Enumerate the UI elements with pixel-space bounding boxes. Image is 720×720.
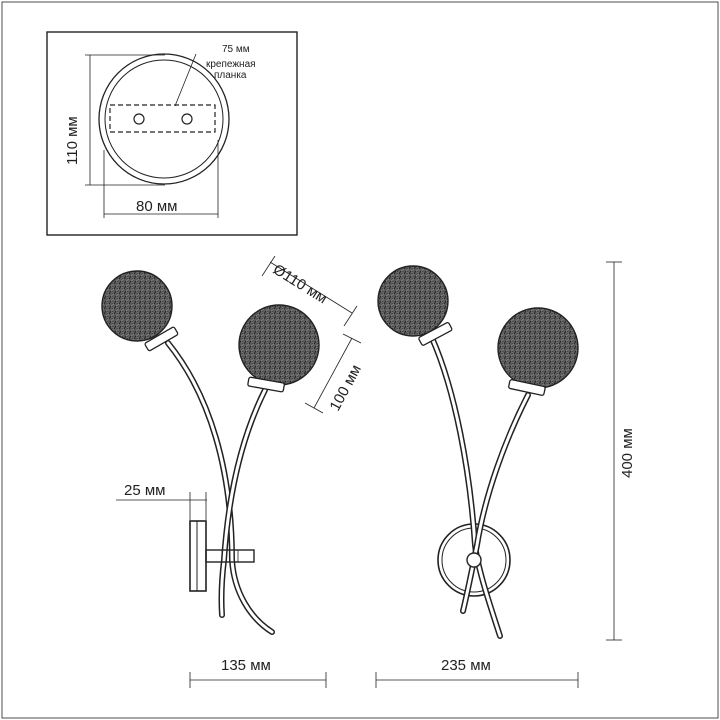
dim-25-label: 25 мм bbox=[124, 482, 165, 499]
mounting-bar-label-line1: крепежная bbox=[206, 59, 256, 70]
dim-135-label: 135 мм bbox=[221, 657, 271, 674]
mounting-bar-label-line2: планка bbox=[214, 70, 247, 81]
side-clamp bbox=[205, 549, 255, 563]
side-socket-left bbox=[144, 326, 179, 352]
front-shade-right bbox=[497, 307, 579, 389]
leader-line bbox=[174, 53, 197, 107]
inset-inner-ring bbox=[104, 59, 224, 179]
front-shade-left bbox=[377, 265, 449, 337]
dim-80-label: 80 мм bbox=[136, 198, 177, 215]
dim-line-100 bbox=[313, 337, 353, 409]
screw-hole-left bbox=[133, 113, 145, 125]
side-socket-right bbox=[247, 376, 285, 393]
front-hub bbox=[466, 552, 482, 568]
dim-110-label: 110 мм bbox=[64, 116, 81, 165]
side-wall-plate bbox=[189, 520, 207, 592]
side-shade-left bbox=[101, 270, 173, 342]
inset-frame bbox=[46, 31, 298, 236]
dim-235-label: 235 мм bbox=[441, 657, 491, 674]
inset-mounting-plate: 75 мм крепежная планка 110 мм 80 мм bbox=[46, 31, 298, 236]
dim-400-label: 400 мм bbox=[619, 428, 636, 478]
dim-75-label: 75 мм bbox=[222, 44, 250, 55]
mounting-bar bbox=[109, 104, 216, 133]
front-socket-left bbox=[418, 322, 453, 346]
side-view: Ø110 мм 100 мм 25 мм 135 мм bbox=[101, 255, 365, 688]
side-stem-right bbox=[218, 387, 268, 618]
inset-outer-ring bbox=[98, 53, 230, 185]
front-view: 235 мм 400 мм bbox=[375, 261, 636, 688]
front-socket-right bbox=[508, 379, 546, 396]
dim-100-label: 100 мм bbox=[327, 362, 365, 414]
side-shade-right bbox=[238, 304, 320, 386]
dim-line-diameter bbox=[269, 261, 353, 314]
screw-hole-right bbox=[181, 113, 193, 125]
dim-diameter-label: Ø110 мм bbox=[270, 261, 330, 307]
